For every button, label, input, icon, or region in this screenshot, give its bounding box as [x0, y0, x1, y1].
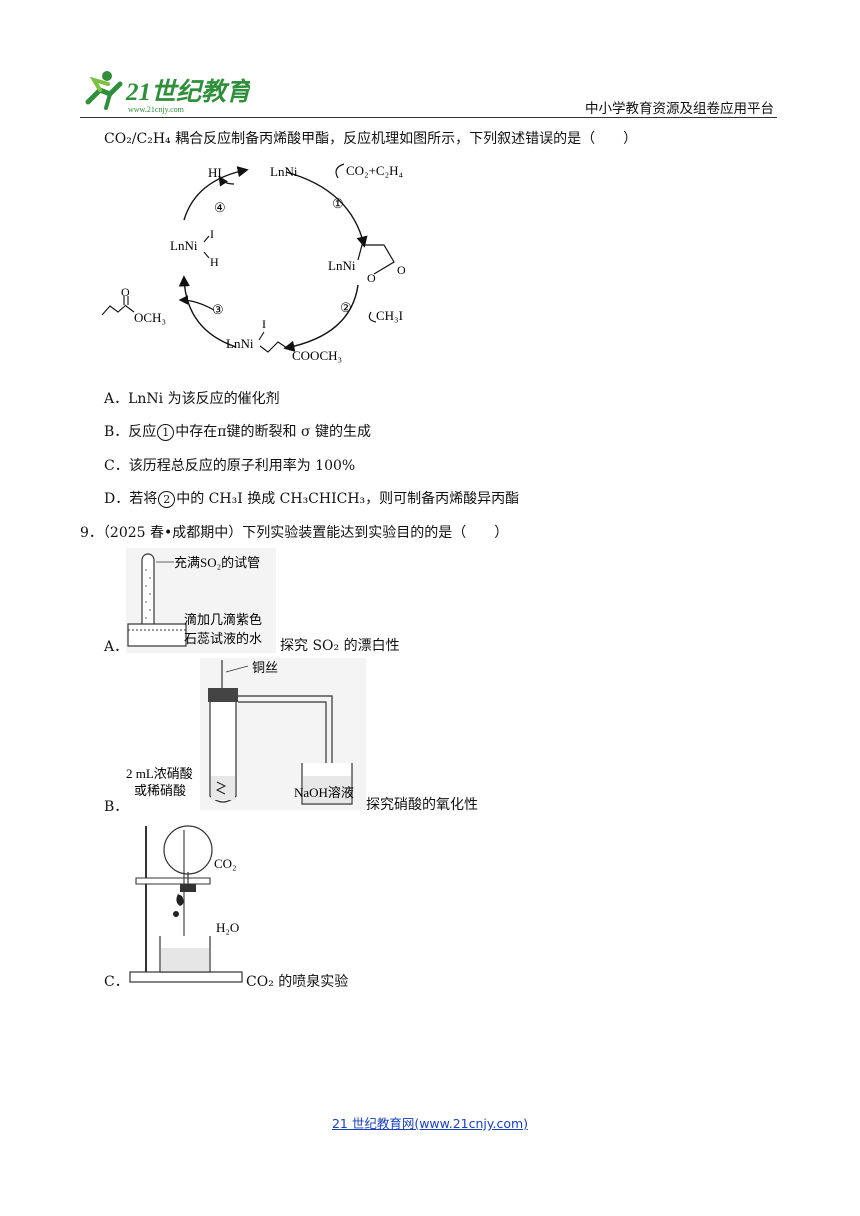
platform-name: 中小学教育资源及组卷应用平台 — [585, 101, 774, 117]
q9-option-b-letter[interactable]: B． — [104, 799, 129, 815]
q9-option-c-purpose: CO₂ 的喷泉实验 — [246, 974, 349, 990]
cooch3-label: COOCH₃ — [292, 348, 342, 363]
q8-option-c[interactable]: C．该历程总反应的原子利用率为 100% — [104, 458, 356, 474]
header-divider — [80, 117, 777, 118]
step2-label: ② — [340, 300, 352, 315]
flask-stopper — [180, 884, 196, 892]
so2-tube-label: 充满SO₂的试管 — [174, 555, 260, 570]
q8-option-b-prefix: B．反应 — [104, 424, 157, 440]
lnni-top-label: LnNi — [270, 164, 298, 179]
ring-carbonyl-oxygen: O — [397, 263, 406, 277]
acid-label-1: 2 mL浓硝酸 — [126, 766, 193, 781]
q9-option-a-letter[interactable]: A． — [104, 639, 129, 655]
dropper — [176, 894, 184, 906]
q9-option-b-purpose: 探究硝酸的氧化性 — [366, 797, 478, 813]
step4-label: ④ — [214, 200, 226, 215]
co2-c2h4-label: CO₂+C₂H₄ — [346, 163, 404, 178]
runner-icon — [85, 71, 123, 110]
ch3i-in-curl — [368, 311, 377, 323]
h2o-label: H₂O — [216, 920, 239, 935]
clamp — [135, 877, 211, 885]
svg-text:www.21cnjy.com: www.21cnjy.com — [128, 105, 185, 114]
ring-oxygen: O — [367, 271, 376, 285]
reagent-in-curl — [335, 163, 345, 179]
stopper — [208, 688, 238, 702]
acrylate-bonds — [101, 296, 135, 316]
footer-link[interactable]: 21 世纪教育网(www.21cnjy.com) — [331, 1116, 529, 1131]
q8-option-d-prefix: D．若将 — [104, 491, 158, 507]
water-label-2: 石蕊试液的水 — [184, 631, 262, 646]
copper-label: 铜丝 — [252, 660, 278, 675]
ring-bonds — [357, 244, 395, 275]
co2-label: CO₂ — [214, 856, 237, 871]
fountain-apparatus: CO₂ H₂O — [129, 825, 243, 983]
flask — [163, 825, 213, 875]
hydride-label: H — [210, 255, 219, 269]
nitric-acid-apparatus: 铜丝 2 mL浓硝酸 或稀硝酸 NaOH溶液 — [126, 658, 366, 810]
arrow-step2 — [283, 284, 359, 352]
delivery-tube — [238, 695, 333, 793]
ih-bonds — [203, 235, 210, 259]
acid-label-2: 或稀硝酸 — [134, 783, 186, 798]
chain-bonds — [258, 331, 291, 353]
water-label-1: 滴加几滴紫色 — [184, 612, 262, 627]
water-trough — [127, 623, 187, 647]
product-out-curl — [178, 295, 215, 311]
reaction-mechanism-diagram: HI LnNi CO₂+C₂H₄ ① ④ ② ③ CH₃I LnNi O O L… — [101, 163, 406, 363]
ch3i-label: CH₃I — [376, 308, 403, 323]
svg-text:21世纪教育: 21世纪教育 — [125, 78, 250, 106]
hi-label: HI — [208, 165, 222, 180]
q8-option-d-text: 中的 CH₃I 换成 CH₃CHICH₃，则可制备丙烯酸异丙酯 — [176, 491, 520, 507]
lnni-chain-label: LnNi — [226, 336, 254, 351]
naoh-label: NaOH溶液 — [294, 785, 354, 800]
arrow-step3 — [178, 275, 237, 348]
iodine-label: I — [210, 227, 214, 241]
acrylate-carbonyl-oxygen: O — [121, 285, 130, 299]
arrow-step4 — [183, 166, 249, 221]
step1-label: ① — [332, 196, 344, 211]
lnni-ih-label: LnNi — [170, 238, 198, 253]
step3-label: ③ — [212, 302, 224, 317]
och3-label: OCH₃ — [134, 310, 166, 325]
hi-out-curl — [218, 176, 235, 187]
stand-base — [129, 971, 243, 983]
q9-option-a-purpose: 探究 SO₂ 的漂白性 — [280, 638, 400, 654]
q9-option-c-letter[interactable]: C． — [104, 974, 129, 990]
so2-tube-apparatus: 充满SO₂的试管 滴加几滴紫色 石蕊试液的水 — [126, 548, 276, 653]
q9-stem: 9．（2025 春•成都期中）下列实验装置能达到实验目的的是（ ） — [80, 525, 509, 541]
q8-option-a[interactable]: A．LnNi 为该反应的催化剂 — [104, 391, 280, 407]
site-logo: 21世纪教育 www.21cnjy.com — [80, 66, 255, 116]
q8-stem: CO₂/C₂H₄ 耦合反应制备丙烯酸甲酯，反应机理如图所示，下列叙述错误的是（ … — [104, 131, 638, 147]
lnni-ring-label: LnNi — [328, 258, 356, 273]
step-number-badge: 1 — [157, 424, 175, 441]
step-number-badge: 2 — [158, 491, 176, 508]
arrow-step1 — [285, 171, 368, 248]
q8-option-b-text: 中存在π键的断裂和 σ 键的生成 — [175, 424, 371, 440]
copper-coil — [215, 781, 227, 795]
iodine-label-2: I — [262, 317, 266, 331]
test-tube — [141, 553, 155, 635]
